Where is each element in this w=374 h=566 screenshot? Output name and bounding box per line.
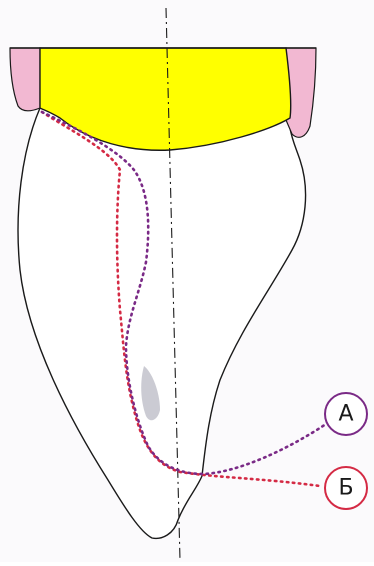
label-a-text: А [338,402,353,427]
label-b-text: Б [338,476,353,501]
gingiva-left [10,48,40,111]
label-a-marker: А [325,393,367,435]
label-b-marker: Б [325,467,367,509]
tooth-root-outline [18,108,306,538]
